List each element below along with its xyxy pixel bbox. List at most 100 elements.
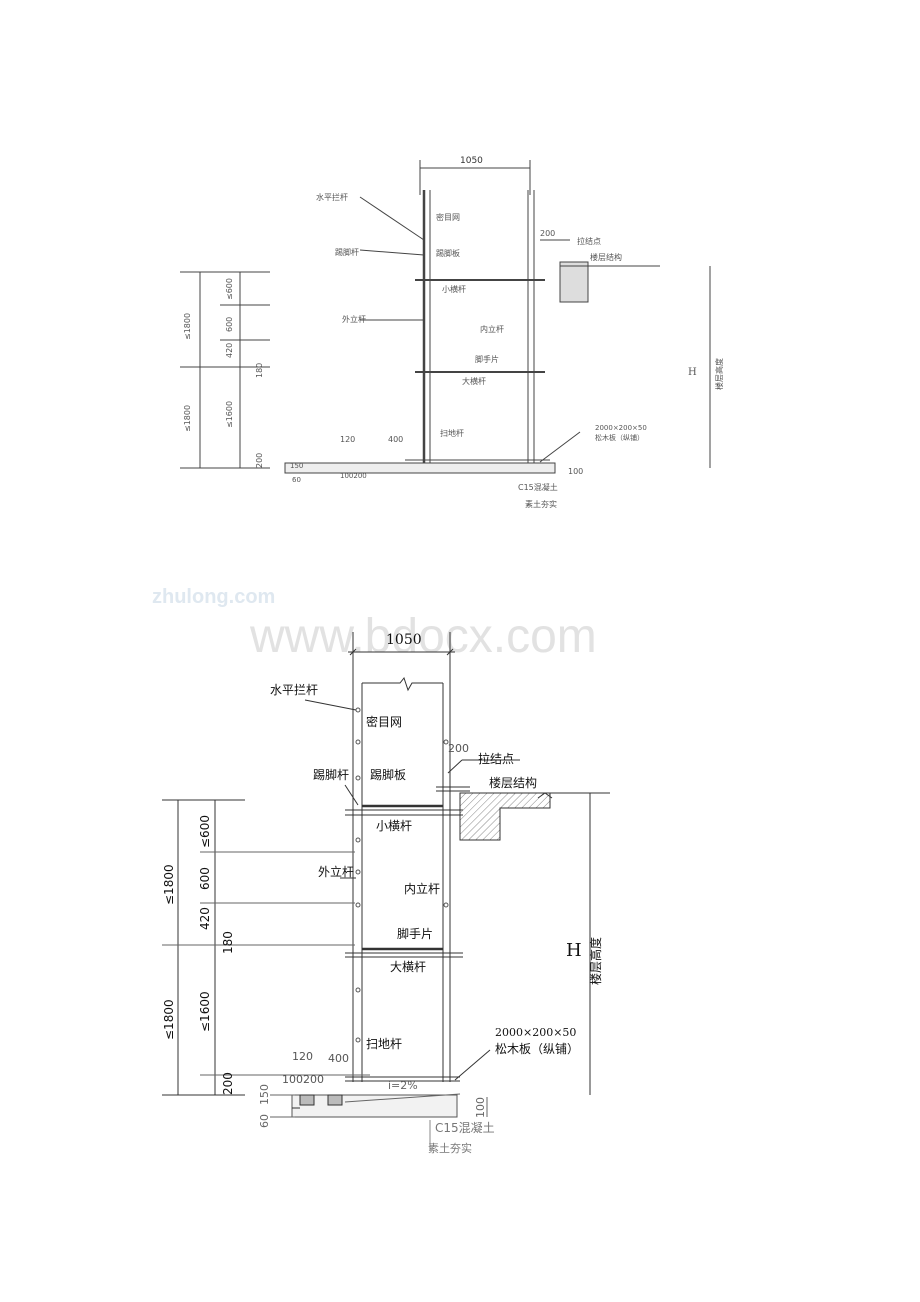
rail-clip [355, 707, 361, 713]
top-label-floor-height: 楼层高度 [714, 358, 724, 390]
floor-level-marker [537, 792, 553, 799]
base-block-right [327, 1094, 343, 1106]
top-width-label: 1050 [460, 156, 483, 166]
label-soil: 素土夯实 [428, 1141, 472, 1155]
top-label-400: 400 [388, 435, 403, 444]
top-label-toe-board: 踢脚板 [436, 248, 460, 258]
top-concrete-slab [284, 462, 556, 474]
top-label-floor-structure: 楼层结构 [590, 252, 622, 262]
label-dim-400: 400 [328, 1052, 349, 1065]
label-horizontal-rail: 水平拦杆 [270, 683, 318, 697]
width-label: 1050 [386, 632, 422, 648]
label-dim-le1600: ≤1600 [198, 991, 212, 1032]
label-H: H [566, 940, 582, 961]
rail-clip [355, 775, 361, 781]
top-label-plank-size: 2000×200×50 [595, 424, 647, 432]
top-label-small-cross: 小横杆 [442, 284, 466, 294]
top-label-outer-post: 外立杆 [342, 314, 366, 324]
label-dim-120: 120 [292, 1050, 313, 1063]
watermark-zhulong: zhulong.com [152, 586, 275, 608]
top-label-100-200: 100200 [340, 472, 367, 480]
label-inner-post: 内立杆 [404, 881, 440, 896]
label-small-cross: 小横杆 [376, 819, 412, 833]
top-label-soil: 素土夯实 [525, 499, 557, 509]
top-label-200: 200 [540, 229, 555, 238]
label-dim-100-200: 100200 [282, 1073, 324, 1086]
top-label-horizontal-rail: 水平拦杆 [316, 192, 348, 202]
rail-clip [355, 1037, 361, 1043]
label-plank-size: 2000×200×50 [495, 1026, 576, 1039]
label-floor-height: 楼层高度 [588, 937, 603, 985]
top-label-tie-point: 拉结点 [577, 236, 601, 246]
top-label-concrete: C15混凝土 [518, 482, 558, 492]
floor-structure [459, 792, 551, 841]
rail-clip [355, 739, 361, 745]
rail-clips [355, 707, 449, 1043]
top-label-sweep-rod: 扫地杆 [440, 428, 464, 438]
label-dim-200: 200 [448, 742, 469, 755]
label-floor-structure: 楼层结构 [489, 775, 537, 790]
label-dim-60: 60 [258, 1114, 271, 1128]
label-dense-net: 密目网 [366, 714, 402, 729]
rail-clip [443, 902, 449, 908]
top-label-150: 150 [290, 462, 303, 470]
top-label-180: 180 [255, 363, 264, 378]
top-label-H: H [688, 367, 697, 378]
top-label-le1600: ≤1600 [225, 401, 234, 428]
label-dim-le1800-top: ≤1800 [162, 864, 176, 905]
label-dim-le600: ≤600 [198, 815, 212, 848]
top-label-dense-net: 密目网 [436, 212, 460, 222]
concrete-base [291, 1094, 458, 1118]
label-big-cross: 大横杆 [390, 960, 426, 974]
label-slope: i=2% [388, 1079, 418, 1092]
label-scaffold-board: 脚手片 [397, 926, 433, 941]
label-dim-420: 420 [198, 907, 212, 930]
label-toe-rod: 踢脚杆 [313, 767, 349, 782]
width-tick-right [446, 648, 454, 656]
rail-clip [355, 837, 361, 843]
label-dim-180: 180 [221, 931, 235, 954]
label-dim-100: 100 [474, 1097, 487, 1118]
watermark-bdocx: www.bdocx.com [249, 610, 597, 663]
label-plank-desc: 松木板（纵铺） [495, 1042, 579, 1056]
label-dim-600: 600 [198, 867, 212, 890]
leader-plank [454, 1049, 491, 1081]
top-label-420: 420 [225, 343, 234, 358]
break-line [362, 676, 443, 692]
label-toe-board: 踢脚板 [370, 767, 406, 782]
label-dim-200b: 200 [221, 1072, 235, 1095]
top-label-le600: ≤600 [225, 278, 234, 300]
top-leader-plank [539, 431, 581, 463]
label-concrete: C15混凝土 [435, 1120, 495, 1135]
label-sweep-rod: 扫地杆 [366, 1037, 402, 1051]
width-tick-left [349, 648, 357, 656]
top-label-big-cross: 大横杆 [462, 376, 486, 386]
base-block-left [299, 1094, 315, 1106]
label-dim-le1800-bottom: ≤1800 [162, 999, 176, 1040]
top-leader-rail [359, 196, 425, 241]
rail-clip [443, 739, 449, 745]
rail-clip [355, 869, 361, 875]
top-scaffold-drawing: 1050 [180, 156, 711, 474]
top-floor-structure [559, 261, 589, 303]
label-tie-point: 拉结点 [478, 751, 514, 766]
label-dim-150: 150 [258, 1084, 271, 1105]
top-leader-toe [359, 249, 425, 256]
slope-line [344, 1093, 461, 1103]
leader-toe-rod [344, 784, 359, 806]
top-label-plank-desc: 松木板（纵铺） [595, 433, 644, 442]
top-label-scaffold-board: 脚手片 [475, 354, 499, 364]
top-label-inner-post: 内立杆 [480, 324, 504, 334]
rail-clip [355, 987, 361, 993]
top-label-100: 100 [568, 467, 583, 476]
rail-clip [355, 902, 361, 908]
top-label-60: 60 [292, 476, 301, 484]
top-label-120: 120 [340, 435, 355, 444]
leader-horizontal-rail [304, 699, 357, 711]
top-label-le1800: ≤1800 [183, 313, 192, 340]
top-label-600: 600 [225, 317, 234, 332]
label-outer-post: 外立杆 [318, 864, 354, 879]
bottom-scaffold-drawing [162, 632, 610, 1150]
top-label-200b: 200 [255, 453, 264, 468]
